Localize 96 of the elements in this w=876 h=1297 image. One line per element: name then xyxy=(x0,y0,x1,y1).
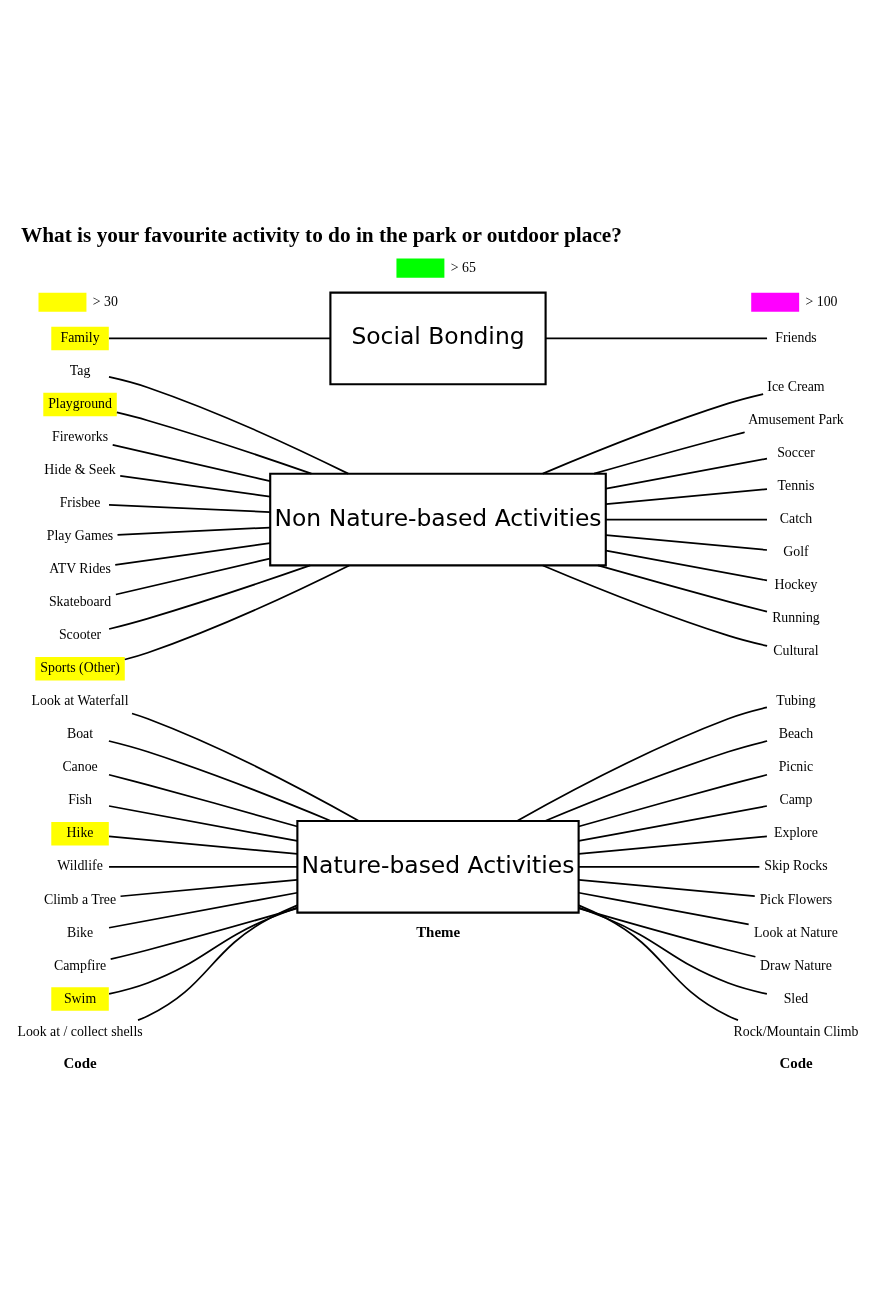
connector xyxy=(111,443,271,482)
node-box: Social Bonding xyxy=(329,291,547,385)
node-box: Nature-based Activities xyxy=(296,819,580,914)
connector xyxy=(119,474,271,497)
connector xyxy=(116,526,271,536)
node-text: Explore xyxy=(774,824,818,840)
node-box: Swim xyxy=(51,986,109,1011)
connector xyxy=(516,706,768,822)
connector xyxy=(108,891,299,929)
node-text: Picnic xyxy=(778,758,814,774)
node-box: Playground xyxy=(43,392,117,416)
label: Theme xyxy=(416,923,461,940)
connector xyxy=(593,430,746,474)
connector xyxy=(577,804,768,842)
node-text: Draw Nature xyxy=(760,957,832,973)
node-text: Look at / collect shells xyxy=(17,1023,143,1039)
node-text: Look at Nature xyxy=(754,924,838,940)
node-text: Hide & Seek xyxy=(44,461,116,477)
connector xyxy=(544,337,768,339)
node-text: Scooter xyxy=(58,626,102,642)
node-box: Non Nature-based Activities xyxy=(269,472,607,566)
connector xyxy=(115,557,271,595)
node-text: Canoe xyxy=(62,758,98,774)
connector xyxy=(108,375,350,474)
node-text: Hockey xyxy=(774,576,818,592)
connector xyxy=(131,712,360,822)
node-text: Look at Waterfall xyxy=(31,692,129,708)
node-text: Wildlife xyxy=(57,857,103,873)
node-text: Skip Rocks xyxy=(764,857,828,873)
connector xyxy=(577,891,750,925)
connector xyxy=(605,487,768,505)
node-text: Fish xyxy=(68,791,92,807)
connector xyxy=(109,907,298,960)
connector xyxy=(108,739,332,822)
node-box: Hike xyxy=(51,821,109,846)
node-text: Golf xyxy=(783,543,809,559)
legend-label: > 100 xyxy=(805,293,838,309)
node-box: Sports (Other) xyxy=(35,656,125,680)
node-text: Cultural xyxy=(773,642,819,658)
node-text: Ice Cream xyxy=(767,378,825,394)
legend-label: > 30 xyxy=(92,293,118,309)
connector xyxy=(116,411,313,475)
node-text: Tag xyxy=(69,362,91,378)
node-text: Pick Flowers xyxy=(759,891,833,907)
node-text: ATV Rides xyxy=(49,560,111,576)
label: Code xyxy=(63,1054,97,1071)
node-text: Camp xyxy=(779,791,813,807)
node-text: Play Games xyxy=(46,527,114,543)
node-text: Tennis xyxy=(777,477,815,493)
connector xyxy=(114,541,271,566)
connector xyxy=(108,865,299,868)
node-box: Family xyxy=(51,326,109,350)
connector xyxy=(119,878,298,897)
node-text: Skateboard xyxy=(48,593,112,609)
node-text: Boat xyxy=(66,725,94,741)
connector xyxy=(108,835,299,855)
node-text: Catch xyxy=(779,510,813,526)
node-text: Beach xyxy=(778,725,814,741)
node-text: Amusement Park xyxy=(748,411,844,427)
connector xyxy=(544,739,768,822)
connector xyxy=(605,549,768,581)
node-text: Campfire xyxy=(53,957,107,973)
node-text: Climb a Tree xyxy=(43,891,117,907)
node-text: Running xyxy=(772,609,820,625)
connector xyxy=(123,564,351,660)
connector xyxy=(137,904,298,1021)
connector xyxy=(577,835,768,855)
connector xyxy=(577,865,761,868)
connector xyxy=(108,337,332,339)
connector xyxy=(605,457,768,489)
diagram-title: What is your favourite activity to do in the park or outdoor place? xyxy=(20,222,622,246)
connector xyxy=(541,564,768,647)
connector xyxy=(577,878,756,897)
connector xyxy=(578,904,739,1021)
connector xyxy=(577,773,768,827)
node-text: Frisbee xyxy=(59,494,101,510)
connector xyxy=(605,533,768,551)
connector xyxy=(597,564,768,612)
node-text: Tubing xyxy=(776,692,816,708)
connector xyxy=(578,906,768,995)
connector xyxy=(605,518,768,520)
node-text: Friends xyxy=(775,329,817,345)
connector xyxy=(108,906,298,995)
legend-label: > 65 xyxy=(450,259,476,275)
node-text: Sled xyxy=(783,990,809,1006)
node-text: Fireworks xyxy=(52,428,109,444)
node-text: Rock/Mountain Climb xyxy=(733,1023,859,1039)
connector xyxy=(108,773,299,827)
node-text: Soccer xyxy=(777,444,815,460)
connector xyxy=(578,907,757,958)
label: Code xyxy=(779,1054,813,1071)
connector xyxy=(108,564,312,630)
connector xyxy=(108,503,271,513)
connector xyxy=(541,392,764,474)
node-text: Bike xyxy=(66,924,94,940)
connector xyxy=(108,804,299,842)
